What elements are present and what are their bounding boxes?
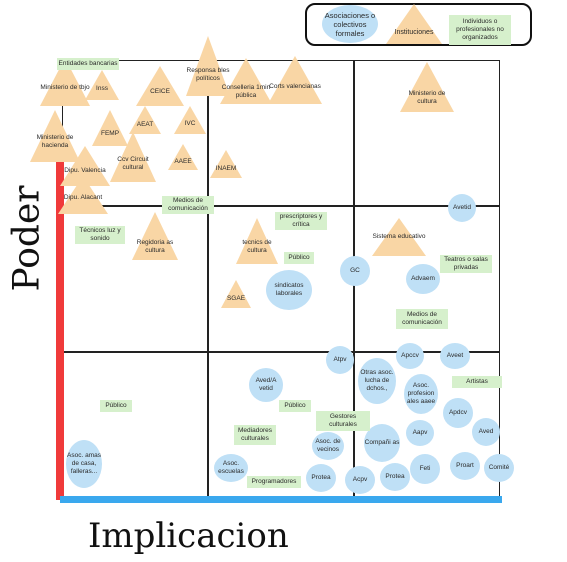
grid-line-h1 bbox=[62, 205, 500, 207]
association-asoc-amas-de-casa: Asoc. amas de casa, falleras... bbox=[66, 440, 102, 488]
association-acpv: Acpv bbox=[345, 466, 375, 494]
legend-individuals-rect: Individuos o profesionales no organizado… bbox=[449, 15, 511, 45]
power-axis-bar bbox=[56, 160, 64, 500]
association-sindicatos-laborales: sindicatos laborales bbox=[266, 270, 312, 310]
individual-mediadores-culturales: Mediadores culturales bbox=[234, 425, 276, 445]
legend-institutions-triangle: Instituciones bbox=[386, 4, 442, 44]
association-comite: Comité bbox=[484, 454, 514, 482]
institution-inss: Inss bbox=[85, 70, 119, 100]
individual-medios-comunicacion-2: Medios de comunicación bbox=[396, 309, 448, 329]
institution-ministerio-cultura: Ministerio de cultura bbox=[400, 62, 454, 112]
association-proart: Proart bbox=[450, 452, 480, 480]
association-protea-2: Protea bbox=[380, 463, 410, 491]
institution-corts-valencianas: Corts valencianas bbox=[268, 56, 322, 104]
x-axis-label: Implicacion bbox=[88, 516, 289, 556]
institution-ministerio-tbjo: Ministerio de tbjo bbox=[40, 58, 90, 106]
association-asoc-escuelas: Asoc. escuelas bbox=[214, 454, 248, 482]
association-gc: GC bbox=[340, 256, 370, 286]
association-asoc-vecinos: Asoc. de vecinos bbox=[312, 432, 344, 460]
institution-regidoria-cultura: Regidoria as cultura bbox=[132, 212, 178, 260]
institution-dipu-valencia: Dipu. Valencia bbox=[60, 146, 110, 186]
institution-responsables-politicos: Responsa bles políticos bbox=[186, 36, 230, 96]
individual-programadores: Programadores bbox=[247, 476, 301, 488]
individual-tecnicos-luz-sonido: Técnicos luz y sonido bbox=[75, 226, 125, 244]
individual-publico-1: Público bbox=[284, 252, 314, 264]
institution-aaee: AAEE bbox=[168, 144, 198, 170]
institution-sistema-educativo: Sistema educativo bbox=[372, 218, 426, 256]
institution-ccv-circuit-cultural: Ccv Circuit cultural bbox=[110, 132, 156, 182]
association-apccv: Apccv bbox=[396, 343, 424, 369]
association-avetid: Avetid bbox=[448, 194, 476, 222]
association-aved: Aved bbox=[472, 418, 500, 446]
association-aved-avetid: Aved/A vetid bbox=[249, 368, 283, 402]
association-advaem: Advaem bbox=[406, 264, 440, 294]
association-companias: Compañi as bbox=[364, 424, 400, 462]
individual-medios-comunicacion-1: Medios de comunicación bbox=[162, 196, 214, 214]
association-asoc-profesionales-aaee: Asoc. profesion ales aaee bbox=[404, 374, 438, 414]
institution-sgae: SGAE bbox=[221, 280, 251, 308]
association-otras-asoc: Otras asoc. lucha de dchos., bbox=[358, 358, 396, 404]
association-apdcv: Apdcv bbox=[443, 398, 473, 428]
individual-publico-3: Público bbox=[279, 400, 311, 412]
association-feti: Feti bbox=[410, 454, 440, 484]
institution-tecnics-cultura: tecnics de cultura bbox=[236, 218, 278, 264]
association-aveet: Aveet bbox=[440, 343, 470, 369]
institution-ivc: IVC bbox=[174, 106, 206, 134]
institution-dipu-alacant: Dipu. Alacant bbox=[58, 176, 108, 214]
individual-artistas: Artistas bbox=[452, 376, 502, 388]
individual-entidades-bancarias: Entidades bancarias bbox=[57, 58, 119, 70]
y-axis-label: Poder bbox=[6, 185, 48, 292]
individual-prescriptores-critica: prescriptores y crítica bbox=[275, 212, 327, 230]
institution-conselleria: Conselleria 1min pública bbox=[220, 58, 272, 104]
legend-formal-circle: Asociaciones o colectivos formales bbox=[322, 5, 378, 43]
institution-aeat: AEAT bbox=[129, 106, 161, 134]
grid-line-v1 bbox=[207, 60, 209, 497]
institution-femp: FEMP bbox=[92, 110, 128, 146]
association-protea-1: Protea bbox=[306, 464, 336, 492]
association-atpv: Atpv bbox=[326, 346, 354, 374]
grid-line-h2 bbox=[62, 351, 500, 353]
institution-ceice: CEICE bbox=[136, 66, 184, 106]
individual-gestores-culturales: Gestores culturales bbox=[316, 411, 370, 431]
institution-inaem: INAEM bbox=[210, 150, 242, 178]
individual-publico-2: Público bbox=[100, 400, 132, 412]
involvement-axis-bar bbox=[60, 496, 502, 503]
association-aapv: Aapv bbox=[406, 420, 434, 446]
individual-teatros-salas-privadas: Teatros o salas privadas bbox=[440, 255, 492, 273]
legend-institutions-label: Instituciones bbox=[394, 29, 434, 36]
institution-ministerio-hacienda: Ministerio de hacienda bbox=[30, 110, 80, 162]
